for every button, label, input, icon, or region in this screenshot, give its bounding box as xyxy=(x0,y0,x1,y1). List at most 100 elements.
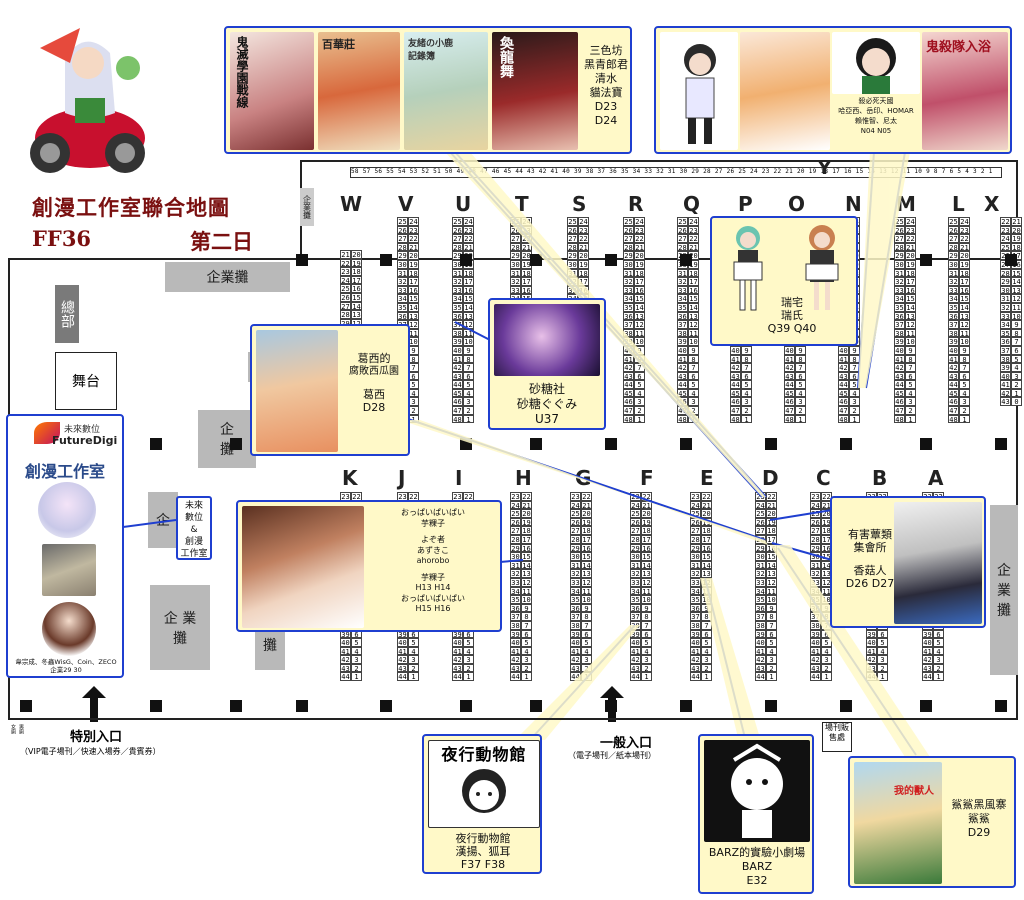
booth-cell[interactable]: 8 xyxy=(641,612,652,621)
booth-cell[interactable]: 9 xyxy=(688,345,699,355)
booth-cell[interactable]: 42 xyxy=(784,363,795,373)
booth-cell[interactable]: 24 xyxy=(905,217,916,226)
booth-cell[interactable]: 14 xyxy=(701,560,712,570)
booth-cell[interactable]: 16 xyxy=(641,543,652,553)
booth-cell[interactable]: 8 xyxy=(905,354,916,363)
booth-cell[interactable]: 38 xyxy=(677,328,688,338)
booth-cell[interactable]: 18 xyxy=(634,268,645,278)
booth-cell[interactable]: 1 xyxy=(877,672,888,681)
booth-cell[interactable]: 32 xyxy=(755,569,766,579)
booth-cell[interactable]: 44 xyxy=(755,672,766,682)
booth-cell[interactable]: 23 xyxy=(810,492,821,501)
booth-cell[interactable]: 22 xyxy=(340,258,351,268)
booth-cell[interactable]: 23 xyxy=(521,225,532,235)
booth-cell[interactable]: 11 xyxy=(701,586,712,596)
booth-cell[interactable]: 23 xyxy=(688,225,699,235)
booth-cell[interactable]: 14 xyxy=(1011,277,1022,287)
booth-cell[interactable]: 25 xyxy=(690,509,701,519)
booth-cell[interactable]: 17 xyxy=(905,277,916,287)
booth-cell[interactable]: 5 xyxy=(795,380,806,389)
booth-cell[interactable]: 22 xyxy=(578,234,589,244)
booth-cell[interactable]: 18 xyxy=(905,268,916,278)
booth-cell[interactable]: 29 xyxy=(630,543,641,553)
booth-cell[interactable]: 26 xyxy=(510,225,521,235)
booth-cell[interactable]: 29 xyxy=(810,543,821,553)
booth-cell[interactable]: 18 xyxy=(959,268,970,278)
booth-cell[interactable]: 29 xyxy=(894,251,905,261)
booth-cell[interactable]: 27 xyxy=(623,234,634,244)
booth-cell[interactable]: 29 xyxy=(570,543,581,553)
booth-cell[interactable]: 8 xyxy=(581,612,592,621)
booth-cell[interactable]: 28 xyxy=(810,534,821,544)
booth-cell[interactable]: 43 xyxy=(730,371,741,381)
booth-cell[interactable]: 13 xyxy=(463,311,474,321)
booth-cell[interactable]: 26 xyxy=(452,225,463,235)
booth-cell[interactable]: 6 xyxy=(463,371,474,381)
booth-cell[interactable]: 44 xyxy=(730,380,741,390)
booth-cell[interactable]: 19 xyxy=(1011,234,1022,244)
booth-cell[interactable]: 41 xyxy=(677,354,688,364)
booth-cell[interactable]: 45 xyxy=(730,388,741,398)
booth-cell[interactable]: 41 xyxy=(838,354,849,364)
booth-cell[interactable]: 44 xyxy=(922,672,933,682)
booth-cell[interactable]: 36 xyxy=(755,603,766,613)
booth-cell[interactable]: 17 xyxy=(521,534,532,544)
booth-cell[interactable]: 7 xyxy=(634,363,645,372)
booth-cell[interactable]: 35 xyxy=(948,302,959,312)
booth-cell[interactable]: 27 xyxy=(397,234,408,244)
booth-cell[interactable]: 39 xyxy=(866,629,877,639)
booth-cell[interactable]: 4 xyxy=(741,388,752,398)
booth-cell[interactable]: 19 xyxy=(634,259,645,269)
booth-cell[interactable]: 10 xyxy=(581,595,592,605)
booth-cell[interactable]: 23 xyxy=(905,225,916,235)
booth-cell[interactable]: 17 xyxy=(578,277,589,287)
booth-cell[interactable]: 44 xyxy=(397,672,408,682)
booth-cell[interactable]: 12 xyxy=(1011,294,1022,304)
booth-cell[interactable]: 5 xyxy=(766,638,777,647)
booth-cell[interactable]: 41 xyxy=(948,354,959,364)
booth-cell[interactable]: 16 xyxy=(521,543,532,553)
booth-cell[interactable]: 43 xyxy=(838,371,849,381)
booth-cell[interactable]: 43 xyxy=(452,663,463,673)
booth-cell[interactable]: 7 xyxy=(521,620,532,630)
booth-cell[interactable]: 42 xyxy=(452,363,463,373)
booth-cell[interactable]: 16 xyxy=(581,543,592,553)
booth-cell[interactable]: 16 xyxy=(578,285,589,295)
booth-cell[interactable]: 29 xyxy=(567,251,578,261)
booth-cell[interactable]: 21 xyxy=(463,242,474,252)
booth-cell[interactable]: 32 xyxy=(690,569,701,579)
booth-cell[interactable]: 25 xyxy=(510,217,521,226)
booth-cell[interactable]: 32 xyxy=(948,277,959,287)
booth-cell[interactable]: 5 xyxy=(641,638,652,647)
booth-cell[interactable]: 23 xyxy=(463,225,474,235)
booth-cell[interactable]: 10 xyxy=(463,337,474,347)
booth-cell[interactable]: 17 xyxy=(463,277,474,287)
booth-cell[interactable]: 36 xyxy=(948,311,959,321)
booth-cell[interactable]: 27 xyxy=(567,234,578,244)
booth-cell[interactable]: 17 xyxy=(688,277,699,287)
booth-cell[interactable]: 44 xyxy=(623,380,634,390)
bubble-n04[interactable]: 殺必死天國 哈亞西、岳印、HOMAR 賴惟智、尼太 N04 N05 鬼殺隊入浴 xyxy=(654,26,1012,154)
booth-cell[interactable]: 30 xyxy=(690,552,701,562)
booth-cell[interactable]: 38 xyxy=(510,620,521,630)
booth-cell[interactable]: 30 xyxy=(567,259,578,269)
booth-cell[interactable]: 44 xyxy=(452,380,463,390)
booth-cell[interactable]: 8 xyxy=(849,354,860,363)
booth-cell[interactable]: 30 xyxy=(510,259,521,269)
booth-cell[interactable]: 28 xyxy=(510,534,521,544)
booth-cell[interactable]: 44 xyxy=(340,672,351,682)
booth-cell[interactable]: 18 xyxy=(521,526,532,536)
booth-cell[interactable]: 18 xyxy=(521,268,532,278)
booth-cell[interactable]: 40 xyxy=(340,638,351,648)
booth-cell[interactable]: 42 xyxy=(452,655,463,665)
booth-cell[interactable]: 13 xyxy=(521,569,532,579)
booth-cell[interactable]: 32 xyxy=(1000,302,1011,312)
booth-cell[interactable]: 43 xyxy=(1000,397,1011,407)
booth-cell[interactable]: 4 xyxy=(351,646,362,656)
booth-cell[interactable]: 10 xyxy=(688,337,699,347)
booth-cell[interactable]: 30 xyxy=(1000,285,1011,295)
booth-cell[interactable]: 40 xyxy=(677,345,688,355)
booth-cell[interactable]: 1 xyxy=(463,414,474,423)
bubble-h13[interactable]: おっぱいぱいぱい 芋粿子 よぞ者 あずきこ ahorobo 芋粿子 H13 H1… xyxy=(236,500,502,632)
booth-cell[interactable]: 33 xyxy=(677,285,688,295)
